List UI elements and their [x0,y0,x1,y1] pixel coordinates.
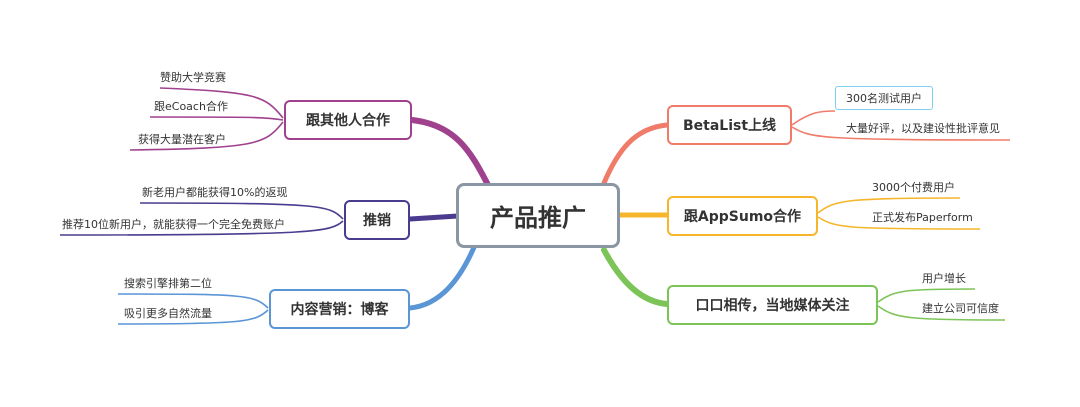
link-promo-leaf-1 [139,202,344,220]
wordofmouth-leaf-1[interactable]: 用户增长 [922,272,966,285]
link-partner-leaf-3 [129,121,284,151]
link-betalist-leaf-1 [791,110,836,126]
link-appsumo-leaf-1 [817,197,961,214]
appsumo-leaf-2[interactable]: 正式发布Paperform [872,211,973,224]
branch-partner[interactable]: 跟其他人合作 [284,100,412,140]
link-root-content [407,242,478,311]
link-root-partner [409,117,491,188]
branch-betalist[interactable]: BetaList上线 [667,105,792,145]
root-topic[interactable]: 产品推广 [456,183,620,248]
branch-content-label: 内容营销：博客 [290,302,389,318]
promo-leaf-1[interactable]: 新老用户都能获得10%的返现 [142,186,288,199]
link-root-wordofmouth [601,247,670,307]
link-content-leaf-1 [117,293,269,309]
link-promo-leaf-2 [59,220,344,236]
branch-content[interactable]: 内容营销：博客 [269,289,410,329]
betalist-leaf-2[interactable]: 大量好评，以及建设性批评意见 [846,122,1000,135]
branch-partner-label: 跟其他人合作 [306,113,390,129]
promo-leaf-2[interactable]: 推荐10位新用户，就能获得一个完全免费账户 [62,218,285,231]
wordofmouth-leaf-2[interactable]: 建立公司可信度 [922,302,999,315]
partner-leaf-1[interactable]: 赞助大学竞赛 [160,71,226,84]
branch-appsumo[interactable]: 跟AppSumo合作 [667,196,818,236]
link-betalist-leaf-2 [791,126,1011,141]
branch-promo-label: 推销 [363,213,391,229]
partner-leaf-3[interactable]: 获得大量潜在客户 [138,133,226,146]
root-label: 产品推广 [490,204,586,232]
link-wordofmouth-leaf-1 [877,288,976,303]
link-wordofmouth-leaf-2 [877,305,1006,321]
branch-wordofmouth[interactable]: 口口相传，当地媒体关注 [667,285,878,325]
link-root-promo [407,213,461,222]
appsumo-leaf-1[interactable]: 3000个付费用户 [872,181,955,194]
branch-appsumo-label: 跟AppSumo合作 [683,209,802,225]
content-leaf-2[interactable]: 吸引更多自然流量 [124,307,212,320]
link-content-leaf-2 [117,309,269,325]
branch-wordofmouth-label: 口口相传，当地媒体关注 [695,298,850,314]
link-partner-leaf-2 [149,116,284,121]
partner-leaf-2[interactable]: 跟eCoach合作 [154,100,228,113]
link-partner-leaf-1 [159,87,284,119]
content-leaf-1[interactable]: 搜索引擎排第二位 [124,277,212,290]
betalist-leaf-1[interactable]: 300名测试用户 [835,86,933,110]
link-appsumo-leaf-2 [817,216,981,230]
link-root-betalist [601,122,670,186]
branch-betalist-label: BetaList上线 [682,118,777,134]
branch-promo[interactable]: 推销 [344,200,410,240]
